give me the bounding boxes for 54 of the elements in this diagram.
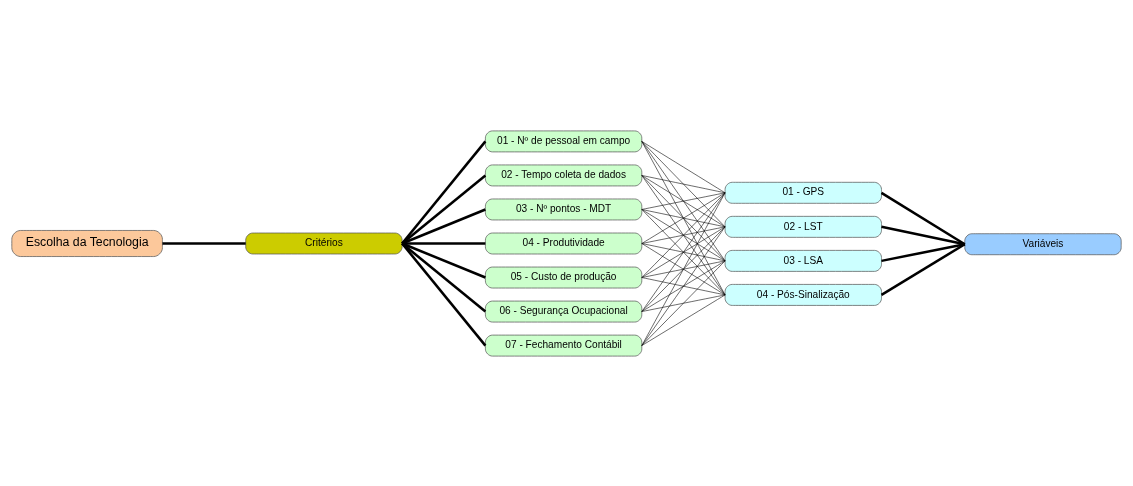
connector [880, 191, 966, 245]
connector [641, 174, 726, 227]
connector [641, 140, 726, 295]
node-box: 03 - LSA [724, 249, 882, 272]
connector [641, 276, 726, 295]
connector [641, 208, 726, 227]
node-box: 03 - Nº pontos - MDT [485, 198, 643, 220]
connector [641, 294, 726, 346]
connector [401, 173, 487, 244]
node-box: 02 - Tempo coleta de dados [485, 164, 643, 186]
connector [881, 242, 966, 262]
connector [641, 140, 726, 227]
connector [641, 260, 726, 312]
connector [641, 208, 726, 295]
connector [641, 242, 726, 261]
connector [401, 242, 487, 346]
connector [641, 174, 726, 261]
connector [641, 260, 726, 278]
connector [641, 192, 726, 244]
connector [401, 140, 487, 244]
connector [641, 140, 726, 261]
connector [641, 294, 726, 312]
connector [401, 241, 486, 279]
connector [641, 174, 726, 295]
connector [641, 226, 726, 312]
node-box: 01 - Nº de pessoal em campo [485, 130, 643, 152]
connector [880, 242, 966, 296]
connector [641, 140, 726, 193]
connector [401, 242, 487, 313]
node-box: 01 - GPS [724, 181, 882, 204]
node-box: 04 - Pós-Sinalização [724, 283, 882, 306]
connector [641, 208, 726, 261]
connector [641, 260, 726, 346]
node-box: Critérios [245, 232, 403, 254]
node-box: 04 - Produtividade [485, 232, 643, 254]
connector [641, 192, 726, 278]
node-box: 02 - LST [724, 215, 882, 238]
connector [402, 241, 486, 245]
connector [641, 226, 726, 278]
connector [641, 192, 726, 210]
node-box: Variáveis [964, 232, 1122, 255]
connector [641, 226, 726, 244]
connector [641, 192, 726, 312]
connector [641, 242, 726, 295]
connector [881, 225, 966, 245]
connector [641, 174, 726, 193]
node-box: 05 - Custo de produção [485, 266, 643, 288]
connector [641, 192, 726, 346]
connector [641, 226, 726, 346]
connector [162, 241, 246, 245]
connector [401, 207, 486, 245]
node-box: 07 - Fechamento Contábil [485, 334, 643, 356]
node-box: Escolha da Tecnologia [11, 229, 163, 257]
node-box: 06 - Segurança Ocupacional [485, 300, 643, 322]
